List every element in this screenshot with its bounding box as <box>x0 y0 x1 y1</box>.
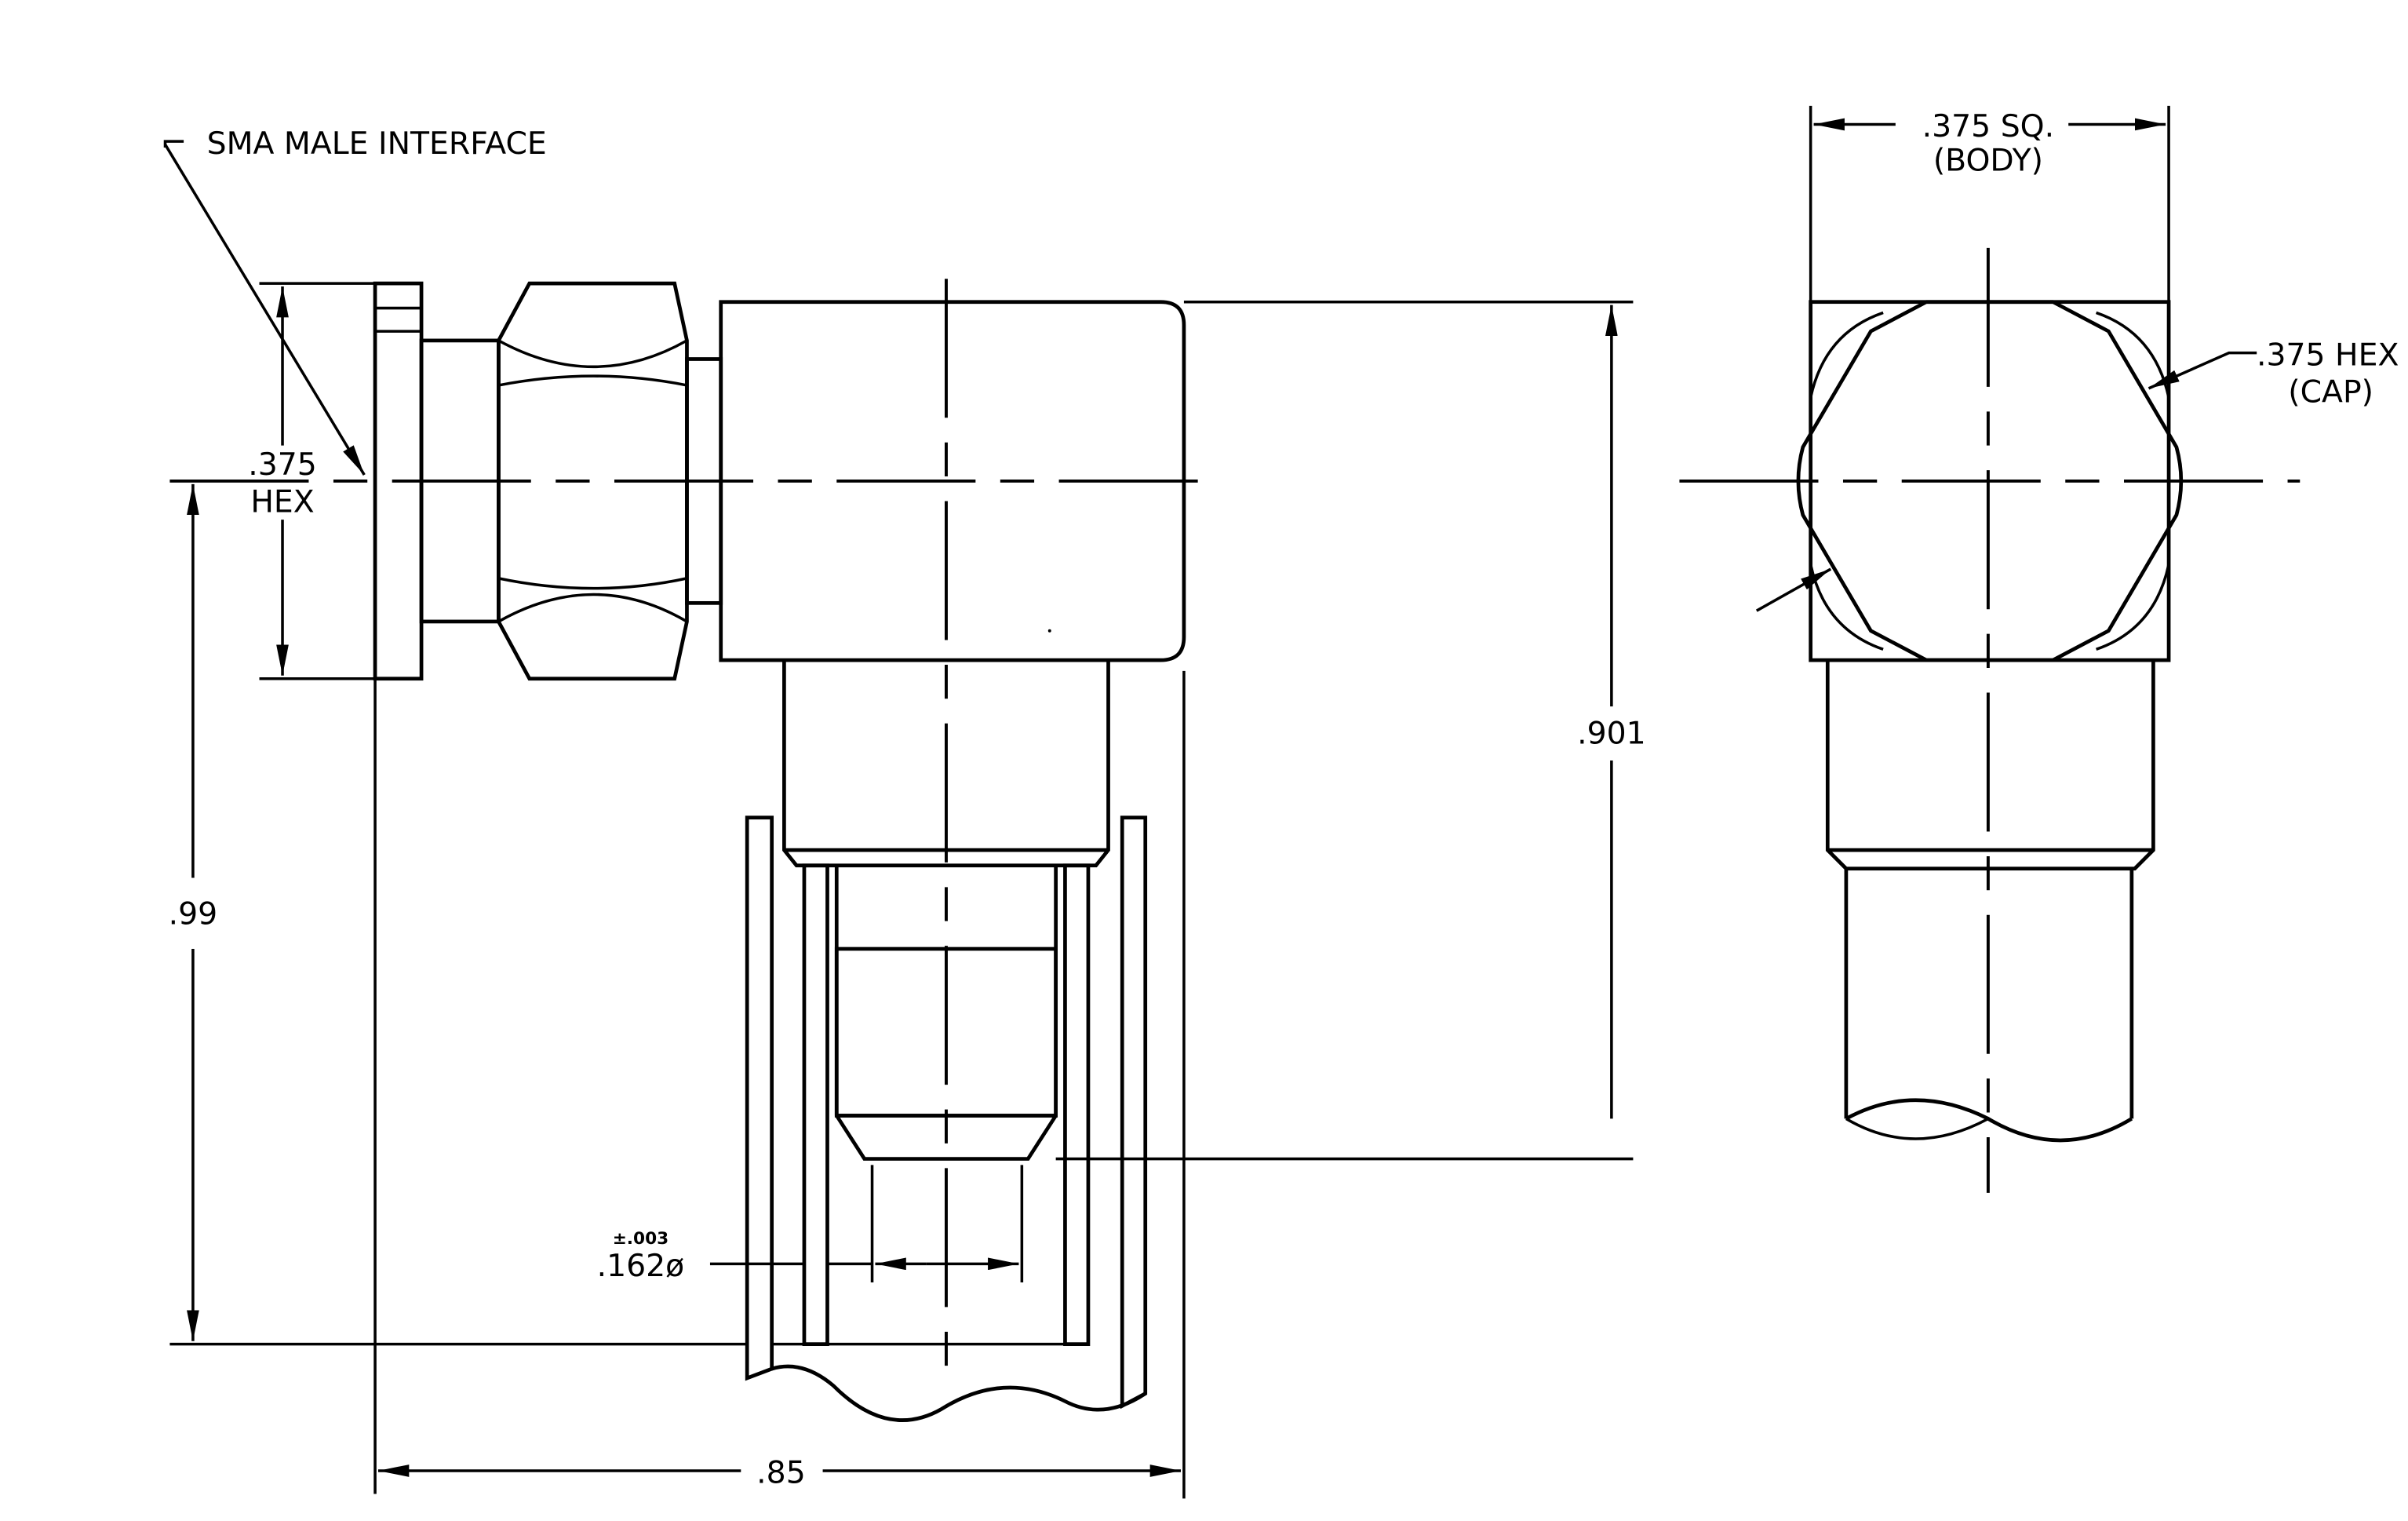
dimensions: SMA MALE INTERFACE .375 HEX .99 .901 .85 <box>163 108 2399 1491</box>
width-dimension-85: .85 <box>377 1455 1181 1491</box>
hex-cap-outline <box>1796 300 2184 662</box>
cable-break <box>770 1364 1147 1422</box>
hex-dimension-left: .375 HEX <box>248 286 317 676</box>
height-dimension-901: .901 <box>1577 305 1646 1119</box>
height-901-label: .901 <box>1577 715 1646 751</box>
bore-diameter-dimension: ±.003 .162ø <box>597 1229 1019 1284</box>
end-view <box>1679 105 2301 1193</box>
body-square-value: .375 SQ. <box>1922 108 2055 144</box>
hex-cap-dimension: .375 HEX (CAP) <box>1755 337 2399 612</box>
hex-left-unit: HEX <box>250 483 314 520</box>
height-dimension-99: .99 <box>169 483 218 1341</box>
hex-left-value: .375 <box>248 447 317 483</box>
side-view <box>169 279 1634 1499</box>
square-body <box>719 300 1186 662</box>
sma-interface-leader: SMA MALE INTERFACE <box>163 126 547 476</box>
width-85-label: .85 <box>756 1455 806 1491</box>
bore-diameter-label: .162ø <box>597 1248 685 1284</box>
bore-tolerance-label: ±.003 <box>613 1229 668 1249</box>
hex-cap-note: (CAP) <box>2288 374 2373 410</box>
sma-interface-label: SMA MALE INTERFACE <box>207 126 547 162</box>
hex-cap-value: .375 HEX <box>2257 337 2399 373</box>
end-view-tube <box>1825 660 2155 871</box>
ferrule <box>802 863 1091 1347</box>
body-square-note: (BODY) <box>1933 142 2043 178</box>
body-square-dimension: .375 SQ. (BODY) <box>1813 108 2166 178</box>
height-99-label: .99 <box>169 896 218 932</box>
